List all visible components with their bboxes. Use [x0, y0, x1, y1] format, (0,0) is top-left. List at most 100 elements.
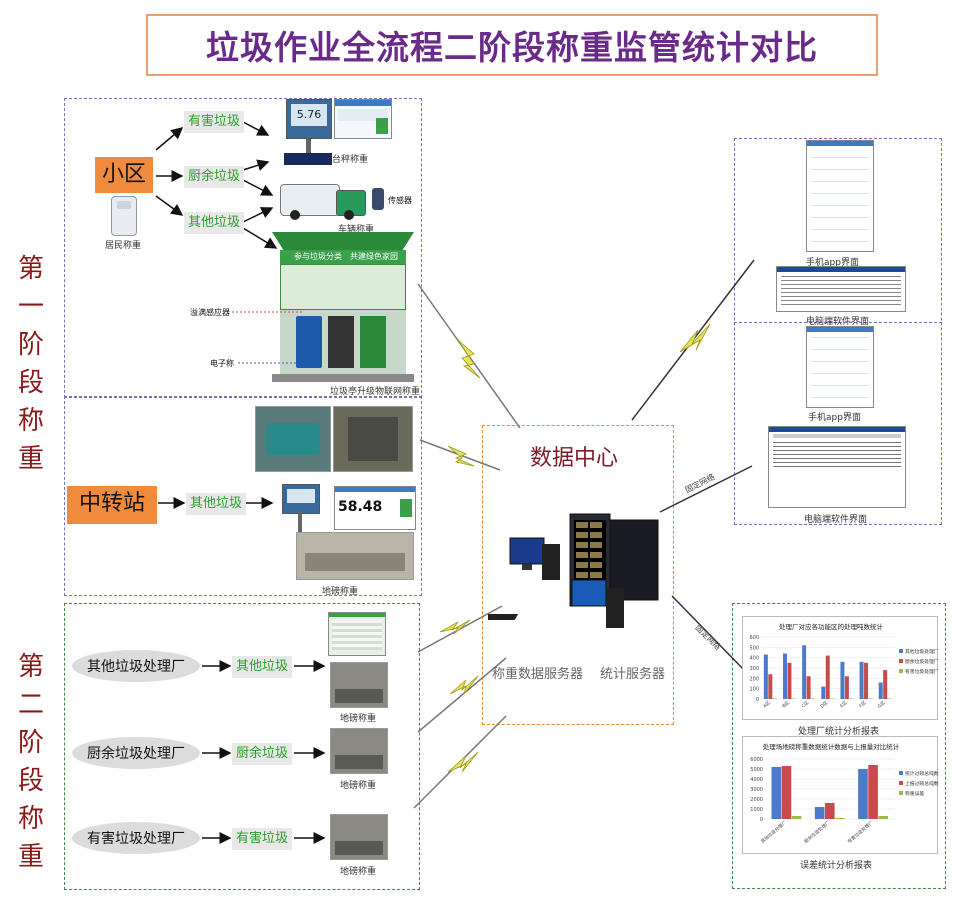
- chart2-ytick-6: 6000: [750, 757, 763, 763]
- chart2-xtick-1: 厨余垃圾处理厂: [803, 819, 832, 845]
- chart2-title: 处理场地磅称重数据统计数据与上报量对比统计: [763, 742, 900, 751]
- monitor-2-icon: [571, 579, 607, 607]
- app1-caption: 手机app界面: [806, 258, 859, 268]
- wireless-bolt-2: [447, 445, 475, 467]
- transfer-stream: 其他垃圾: [186, 493, 247, 515]
- chart1-xtick-2: C区: [800, 700, 810, 710]
- chart1-legend-2: 有害垃圾处理厂: [905, 668, 939, 675]
- chart1-bar-0-1: [783, 653, 787, 699]
- app2-screenshot: [806, 326, 874, 408]
- chart1-bar-1-4: [844, 676, 849, 699]
- chart2-svg: 处理场地磅称重数据统计数据与上报量对比统计0100020003000400050…: [750, 742, 939, 845]
- tower-1-icon: [542, 544, 560, 580]
- chart1-bar-1-5: [864, 662, 869, 699]
- chart1-xtick-3: D区: [819, 700, 829, 710]
- chart2-ytick-0: 0: [760, 817, 763, 823]
- weigh-server-label: 称重数据服务器: [492, 667, 584, 682]
- transfer-truck-photo: [255, 406, 331, 472]
- chart2-bar-1-2: [868, 765, 878, 819]
- community-stream-hazard: 有害垃圾: [184, 111, 245, 133]
- reports-panel: [732, 603, 946, 889]
- truck-image: [280, 180, 366, 220]
- booth-caption: 垃圾亭升级物联网称重: [330, 387, 421, 397]
- sensor-caption: 传感器: [388, 196, 412, 205]
- chart1-bar-2-3: [830, 698, 835, 699]
- community-panel: [64, 98, 422, 398]
- plant-other-caption: 地磅称重: [340, 714, 377, 724]
- community-tag: 小区: [95, 157, 153, 193]
- chart2-legend-swatch-1: [899, 781, 903, 785]
- scale-pointer: [238, 362, 302, 364]
- arrow-kitchen-truck: [242, 179, 274, 196]
- interfaces-panel: [734, 138, 942, 525]
- chart2-legend-0: 统计过磅总吨数: [905, 770, 939, 777]
- chart1-xtick-6: G区: [877, 700, 887, 710]
- transfer-scale-pole: [298, 512, 302, 532]
- chart1-bar-0-4: [840, 661, 845, 699]
- platform-caption: 台秤称重: [332, 155, 369, 165]
- plant-kitchen-stream: 厨余垃圾: [232, 743, 293, 765]
- transfer-scale-display: [282, 484, 320, 514]
- chart2-bar-1-0: [781, 766, 792, 819]
- tower-2-icon: [606, 588, 624, 628]
- chart1-bar-0-0: [763, 654, 768, 699]
- chart2-legend-1: 上报过磅总吨数: [905, 780, 939, 787]
- platform-screen: [334, 99, 392, 139]
- chart1-ytick-0: 0: [756, 697, 759, 703]
- chart2-bar-0-0: [771, 767, 782, 819]
- app1-screenshot: [806, 140, 874, 252]
- report2-caption: 误差统计分析报表: [800, 861, 873, 871]
- electronic-scale-label: 电子称: [210, 359, 234, 368]
- chart1-bar-1-6: [883, 670, 888, 699]
- chart2-ytick-4: 4000: [750, 777, 763, 783]
- report1-caption: 处理厂统计分析报表: [798, 727, 880, 737]
- sensor-icon: [372, 188, 384, 210]
- transfer-screen: 58.48: [334, 486, 416, 530]
- chart2-xtick-2: 有害垃圾处理厂: [846, 819, 875, 845]
- chart2-bar-2-0: [791, 816, 802, 819]
- wireless-bolt-3: [439, 619, 471, 635]
- chart1-bar-2-4: [849, 698, 854, 699]
- platform-reading: 5.76: [291, 104, 327, 126]
- chart1-bar-2-2: [811, 698, 816, 699]
- chart1-legend-swatch-1: [899, 659, 903, 663]
- plant-hazard: 有害垃圾处理厂: [72, 822, 200, 854]
- plant-other-stream: 其他垃圾: [232, 656, 293, 678]
- chart1-bar-2-5: [868, 698, 873, 699]
- chart1-ytick-5: 500: [749, 645, 759, 651]
- bin-black: [328, 316, 354, 368]
- chart2-legend-swatch-2: [899, 791, 903, 795]
- transfer-reading: 58.48: [338, 499, 383, 515]
- chart1-ytick-4: 400: [749, 656, 759, 662]
- chart2-bar-2-1: [835, 818, 845, 819]
- pc1-screenshot: [776, 266, 906, 312]
- plant-kitchen-caption: 地磅称重: [340, 781, 377, 791]
- interfaces-divider: [734, 322, 942, 323]
- booth-sign-left: 参与垃圾分类: [294, 252, 342, 261]
- chart1-bar-0-6: [878, 682, 883, 699]
- arrow-other-booth: [242, 227, 278, 249]
- bin-green: [360, 316, 386, 368]
- overflow-sensor-label: 溢满感应器: [190, 308, 230, 317]
- chart1-bar-2-6: [887, 698, 892, 699]
- platform-scale-base: [284, 153, 332, 165]
- chart2-xtick-0: 其他垃圾处理厂: [759, 819, 788, 845]
- chart2-ytick-1: 1000: [750, 807, 763, 813]
- chart2-ytick-5: 5000: [750, 767, 763, 773]
- wireless-bolt-5: [447, 751, 479, 773]
- wireless-bolt-4: [449, 675, 479, 695]
- stats-server-label: 统计服务器: [600, 667, 666, 682]
- chart1-legend-1: 厨余垃圾处理厂: [905, 658, 939, 665]
- pc2-caption: 电脑端软件界面: [804, 515, 868, 525]
- link-dc-reports: [671, 595, 747, 673]
- plant-kitchen-photo: [330, 728, 388, 774]
- chart1-xtick-0: A区: [762, 700, 772, 710]
- chart1-legend-swatch-0: [899, 649, 903, 653]
- platform-scale-pole: [306, 139, 311, 153]
- arrow-other-truck: [242, 207, 274, 223]
- plant-hazard-stream: 有害垃圾: [232, 828, 293, 850]
- chart1-xtick-1: B区: [781, 700, 791, 710]
- page-title: 垃圾作业全流程二阶段称重监管统计对比: [146, 14, 878, 76]
- wireless-bolt-1: [457, 339, 481, 379]
